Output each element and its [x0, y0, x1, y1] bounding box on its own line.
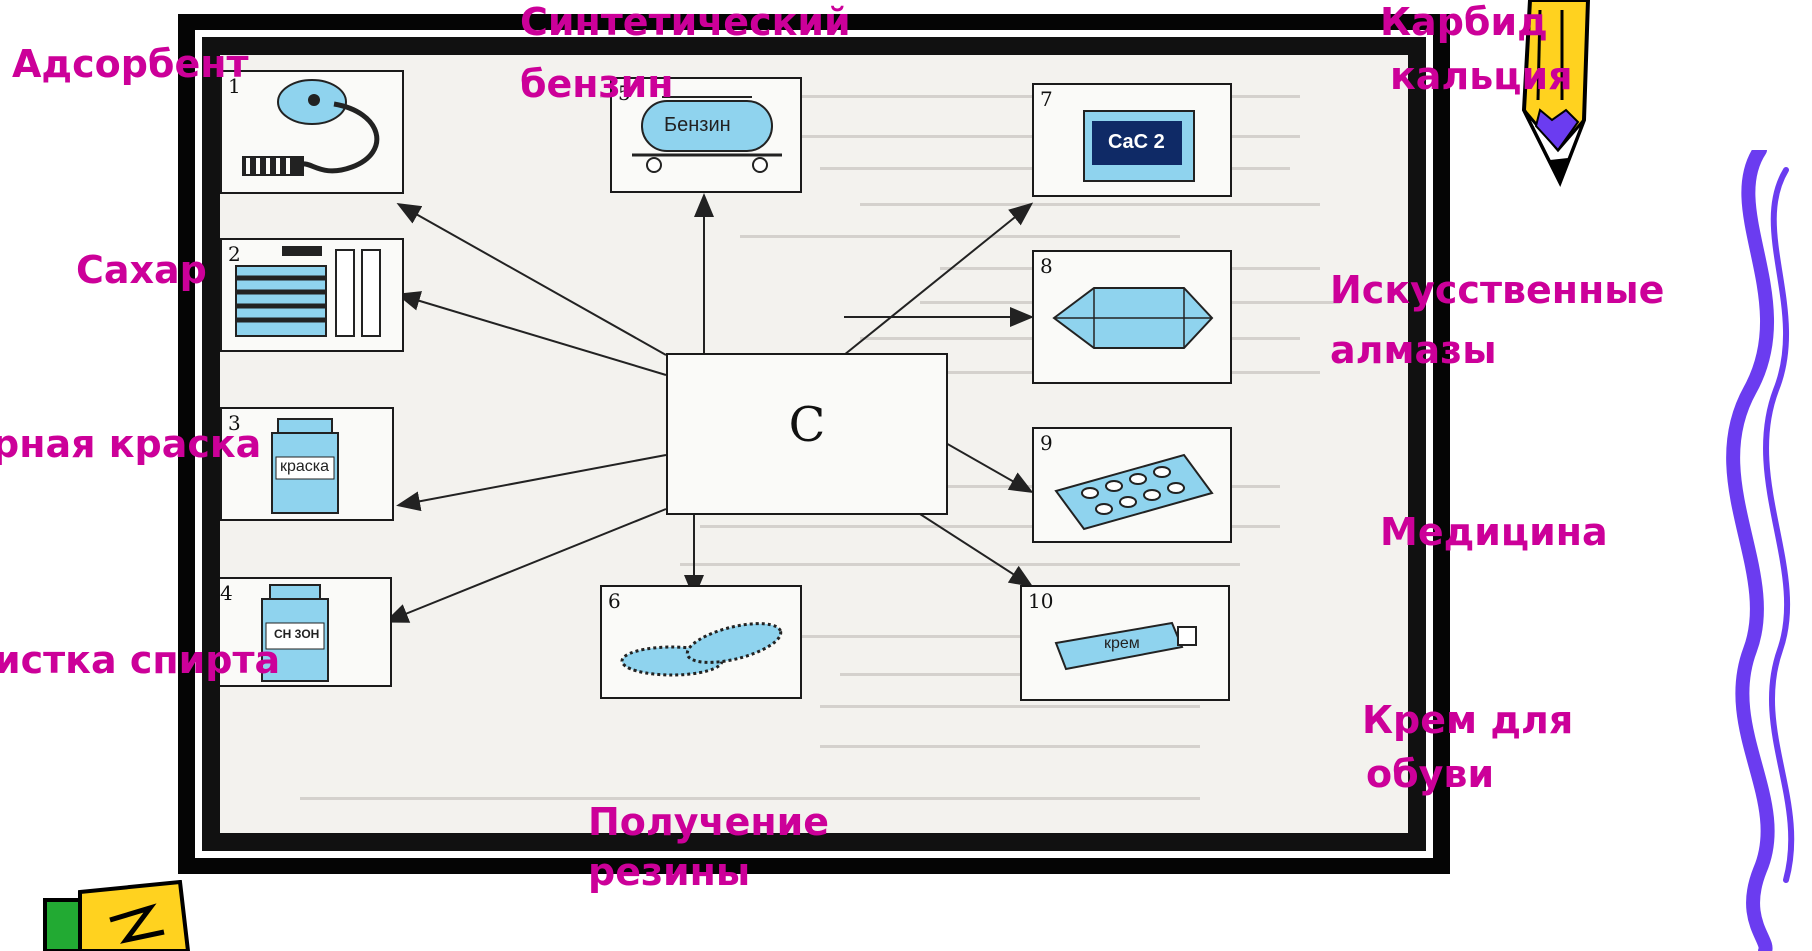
- box-10-cream: 10 крем: [1020, 585, 1230, 701]
- cream-tube-icon: [1054, 621, 1197, 671]
- tank-car-label: Бензин: [664, 114, 731, 136]
- paint-jar-icon: [271, 418, 339, 514]
- box-5-gasoline: 5 Бензин: [610, 77, 802, 193]
- box-number: 9: [1040, 431, 1053, 455]
- label-calcium-carbide-line1: Карбид: [1380, 0, 1548, 44]
- box-number: 10: [1028, 589, 1054, 613]
- box-number: 5: [618, 81, 631, 105]
- label-rubber-line1: Получение: [588, 800, 830, 844]
- label-synthetic-gasoline-line2: бензин: [520, 61, 674, 106]
- box-8-diamond: 8: [1032, 250, 1232, 384]
- box-7-carbide: 7 CaC 2: [1032, 83, 1232, 197]
- label-shoe-cream-line1: Крем для: [1362, 698, 1574, 742]
- box-number: 3: [228, 411, 241, 435]
- box-1-gas-mask: 1: [220, 70, 404, 194]
- pencil-icon: [1521, 0, 1590, 187]
- carbide-label: CaC 2: [1108, 131, 1165, 153]
- carbon-center-box: C: [666, 353, 948, 515]
- label-shoe-cream: Крем для обуви: [1362, 698, 1573, 797]
- box-9-tablets: 9: [1032, 427, 1232, 543]
- label-sugar: Сахар: [76, 248, 207, 292]
- box-number: 8: [1040, 254, 1053, 278]
- paint-jar-label: краска: [280, 458, 330, 475]
- label-adsorbent: Адсорбент: [12, 42, 249, 86]
- label-calcium-carbide: Карбид кальция: [1380, 0, 1573, 99]
- box-number: 7: [1040, 87, 1053, 111]
- center-symbol: C: [788, 397, 826, 453]
- label-synthetic-gasoline: Синтетический бензин: [520, 0, 851, 107]
- ribbon-decoration: [1726, 150, 1795, 951]
- box-number: 4: [220, 581, 233, 605]
- pencil-bottom-icon: [43, 880, 190, 951]
- textbook-scan: C 1 2 3: [220, 55, 1408, 833]
- box-number: 1: [228, 74, 241, 98]
- carbide-can-icon: [1083, 110, 1195, 182]
- methanol-jar-icon: [261, 584, 329, 682]
- arrow-to-3: [396, 454, 667, 512]
- arrow-to-2: [396, 291, 667, 376]
- rubber-rings-icon: [620, 622, 783, 677]
- tablets-icon: [1054, 453, 1214, 531]
- label-artificial-diamonds-line2: алмазы: [1330, 327, 1497, 372]
- box-number: 6: [608, 589, 621, 613]
- methanol-jar-label: CH 3OH: [274, 627, 320, 641]
- label-artificial-diamonds-line1: Искусственные: [1330, 268, 1665, 312]
- label-synthetic-gasoline-line1: Синтетический: [520, 0, 851, 44]
- box-6-rubber: 6: [600, 585, 802, 699]
- box-number: 2: [228, 242, 241, 266]
- box-4-methanol: 4 CH 3OH: [220, 577, 392, 687]
- cream-tube-label: крем: [1104, 635, 1140, 652]
- label-medicine: Медицина: [1380, 510, 1608, 554]
- label-rubber-line2: резины: [588, 849, 751, 894]
- label-calcium-carbide-line2: кальция: [1390, 53, 1573, 98]
- tank-car-icon: [632, 96, 782, 173]
- arrow-to-4: [384, 508, 667, 623]
- arrow-to-7: [843, 202, 1034, 356]
- label-artificial-diamonds: Искусственные алмазы: [1330, 268, 1664, 373]
- crystal-icon: [1052, 287, 1214, 349]
- sugar-package-icon: [235, 246, 381, 337]
- box-2-sugar: 2: [220, 238, 404, 352]
- label-spirit: истка спирта: [0, 638, 281, 682]
- label-rubber: Получение резины: [588, 800, 829, 895]
- label-shoe-cream-line2: обуви: [1366, 751, 1495, 796]
- arrow-to-1: [396, 203, 667, 356]
- box-3-paint: 3 краска: [220, 407, 394, 521]
- label-paint: рная краска: [0, 422, 262, 466]
- gas-mask-icon: [242, 79, 380, 176]
